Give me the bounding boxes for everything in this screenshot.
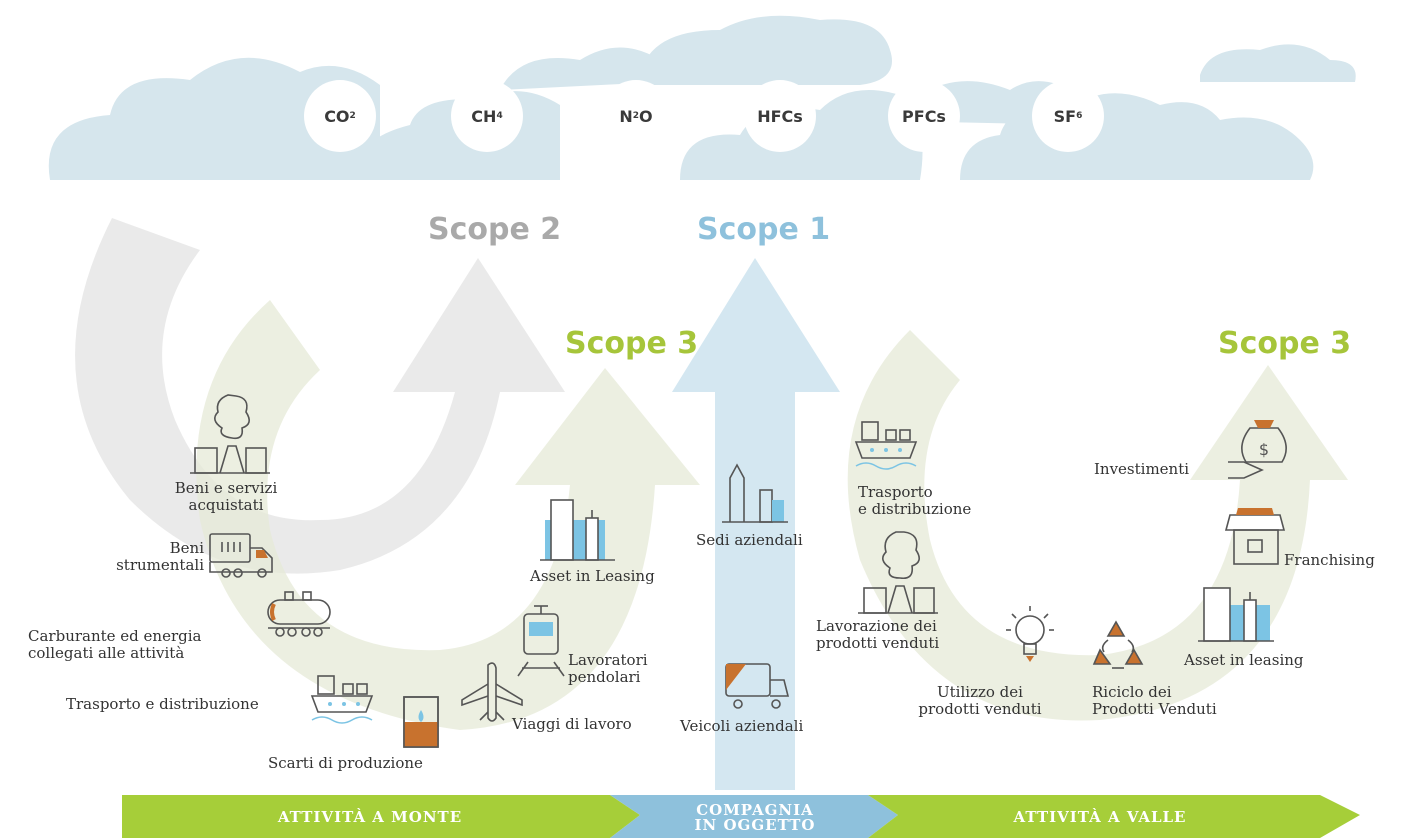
vehicles-label: Veicoli aziendali [680,717,804,735]
franchises-label: Franchising [1284,551,1375,569]
light-bulb-icon [1006,606,1054,662]
scope2-arrow [75,218,566,574]
downstream-leased-assets-label: Asset in leasing [1184,651,1304,669]
dump-truck-icon [209,533,273,578]
downstream-transport-label: Trasporto e distribuzione [858,483,972,518]
scope3-downstream-title: Scope 3 [1218,326,1352,361]
svg-text:$: $ [1259,440,1269,459]
gas-ch4-sub: 4 [496,111,503,121]
gas-sf6-sub: 6 [1076,111,1083,121]
capital-goods-label: Beni strumentali [116,539,204,574]
gas-hfcs-bubble: HFCs [744,80,816,152]
band-upstream-label: ATTIVITÀ A MONTE [277,808,463,826]
end-of-life-label: Riciclo dei Prodotti Venduti [1092,683,1217,718]
processing-factory-icon [858,531,938,614]
gas-co2-sub: 2 [349,111,356,121]
airplane-icon [461,662,523,722]
downstream-buildings-icon [1198,587,1274,642]
band-company-label: COMPAGNIA IN OGGETTO [694,801,816,834]
commuting-label: Lavoratori pendolari [568,651,648,686]
use-label: Utilizzo dei prodotti venduti [918,683,1042,718]
upstream-leased-assets-label: Asset in Leasing [530,567,655,585]
office-buildings-icon [722,463,788,523]
scope3-upstream-title: Scope 3 [565,326,699,361]
investments-label: Investimenti [1094,460,1190,478]
gas-pfcs-base: PFCs [902,106,946,126]
gas-pfcs-bubble: PFCs [888,80,960,152]
factory-smoke-icon [190,394,270,474]
money-bag-icon: $ [1228,420,1287,479]
gas-n2o-sub: 2 [632,111,640,121]
cloud-layer [48,15,1356,180]
waste-barrel-icon [403,696,439,748]
fuel-energy-label: Carburante ed energia collegati alle att… [28,627,202,662]
gas-hfcs-base: HFCs [757,106,803,126]
gas-co2-base: CO [324,106,350,126]
processing-label: Lavorazione dei prodotti venduti [816,617,940,652]
upstream-transport-label: Trasporto e distribuzione [66,695,259,713]
business-travel-label: Viaggi di lavoro [512,715,632,733]
company-van-icon [725,663,790,709]
gas-sf6-base: SF [1053,106,1077,126]
facilities-label: Sedi aziendali [696,531,803,549]
gas-n2o-tail: O [639,106,653,126]
cargo-ship-icon [310,675,374,724]
shop-icon [1224,508,1286,565]
buildings-icon [540,499,615,561]
scope1-title: Scope 1 [697,212,831,247]
scope1-arrow [672,258,840,790]
scope2-title: Scope 2 [428,212,562,247]
waste-label: Scarti di produzione [268,754,423,772]
downstream-ship-icon [854,421,918,470]
gas-ch4-base: CH [471,106,497,126]
purchased-goods-label: Beni e servizi acquistati [174,479,278,514]
recycle-icon [1092,620,1144,669]
gas-n2o-base: N [619,106,633,126]
band-downstream-label: ATTIVITÀ A VALLE [1013,808,1187,826]
activity-band [122,795,1360,838]
fuel-tanker-icon [267,591,331,637]
train-icon [517,605,565,677]
